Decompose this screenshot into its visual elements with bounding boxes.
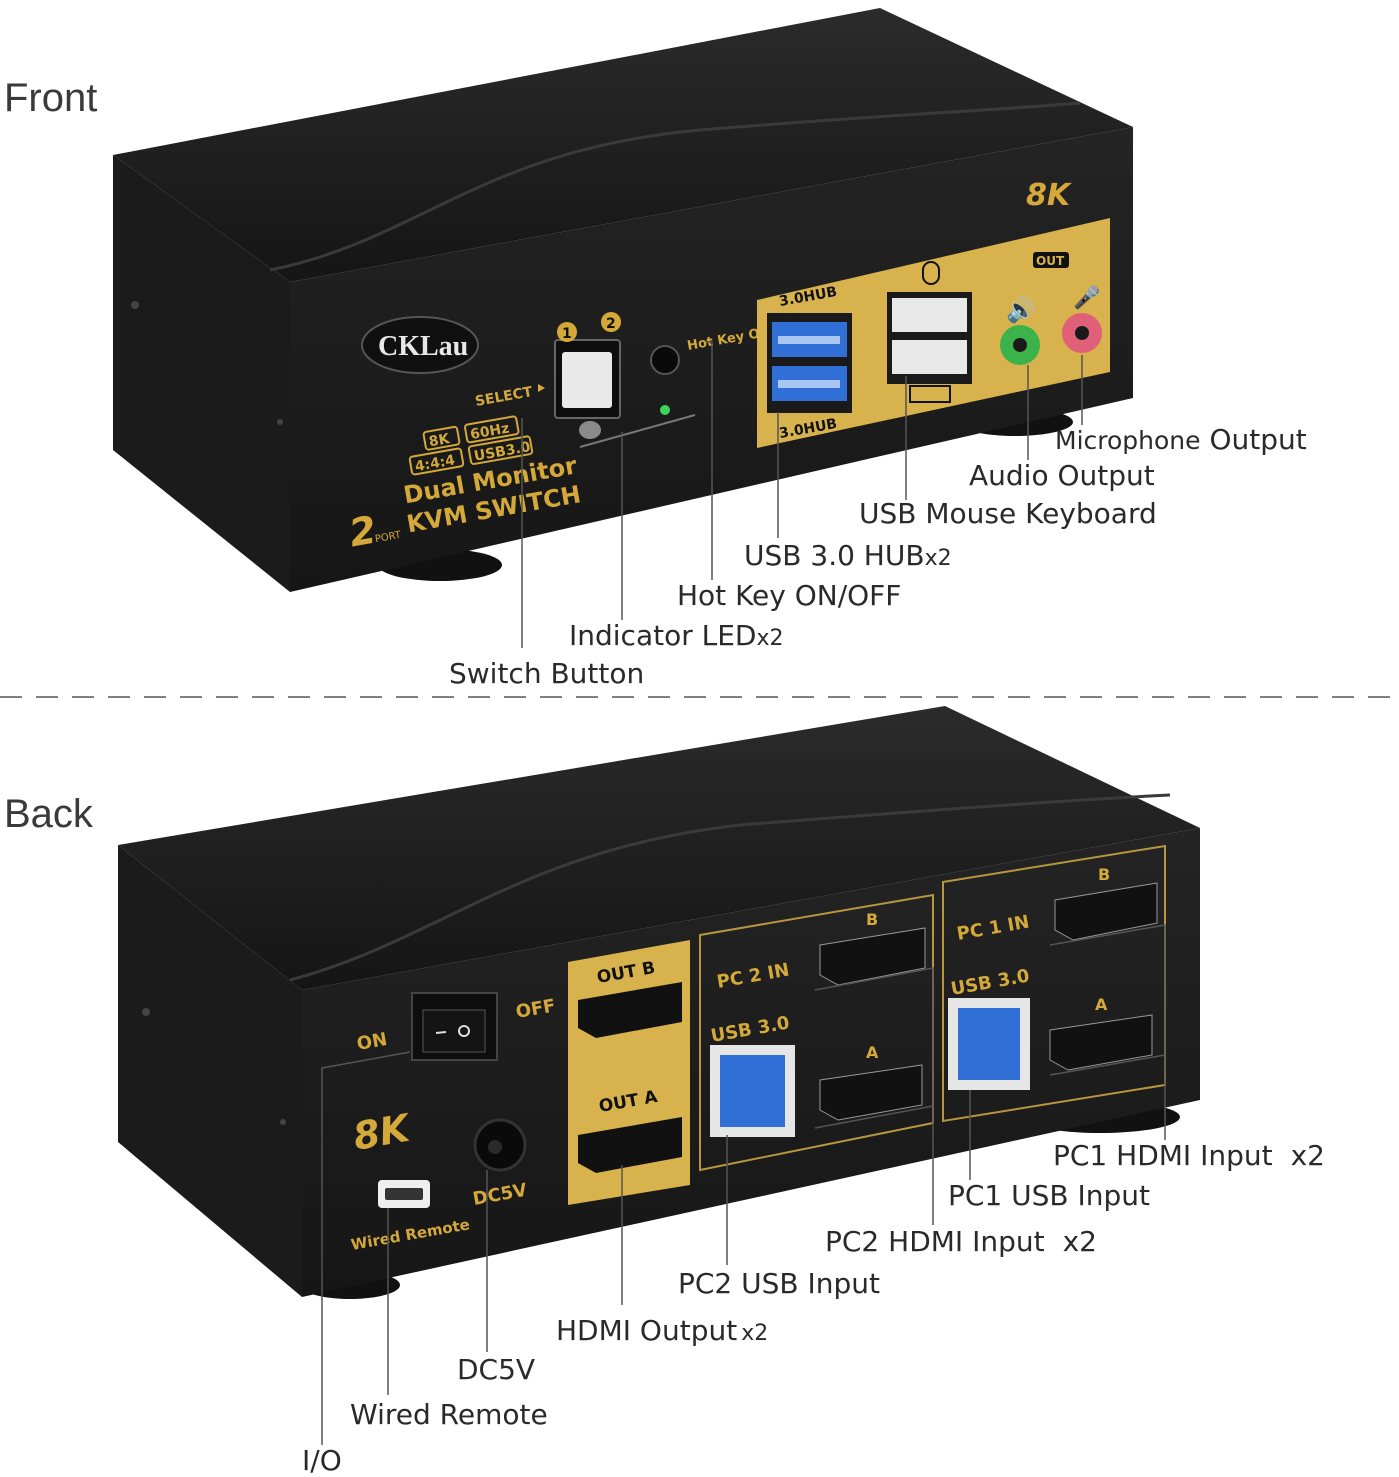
logo-text: CKLau [378, 331, 468, 362]
spec-60hz: 60Hz [469, 420, 511, 443]
callout-usb-mouse-keyboard: USB Mouse Keyboard [859, 497, 1157, 530]
callout-wired-remote: Wired Remote [350, 1398, 548, 1431]
pc1-hdmi-a-port[interactable] [1049, 1014, 1153, 1071]
callout-dc5v: DC5V [457, 1353, 536, 1386]
pc2-hdmi-a-port[interactable] [819, 1064, 923, 1121]
callout-usb-hub-text: USB 3.0 HUB [744, 539, 925, 572]
back-side-panel [118, 845, 302, 1297]
front-top-panel [113, 8, 1133, 282]
back-device: ON OFF 8K DC5V Wired Remote OUT B OUT A … [118, 706, 1200, 1445]
keyboard-icon [909, 385, 951, 403]
callout-pc2-usb: PC2 USB Input [678, 1267, 881, 1300]
speaker-icon: 🔊 [1006, 295, 1036, 324]
callout-audio-output: Audio Output [969, 459, 1155, 492]
front-side-panel [113, 155, 290, 592]
spec-port-word: PORT [374, 530, 403, 546]
callout-pc2-hdmi-count: x2 [1062, 1225, 1097, 1258]
power-switch[interactable] [422, 1009, 486, 1053]
spec-444: 4:4:4 [414, 452, 457, 475]
callout-pc1-hdmi-count: x2 [1290, 1139, 1325, 1172]
callout-microphone-word: Microphone [1055, 426, 1201, 455]
pc2-usb-input-port[interactable] [720, 1055, 785, 1127]
callout-hdmi-output-count: x2 [741, 1321, 769, 1346]
callout-pc1-hdmi-text: PC1 HDMI Input [1053, 1139, 1273, 1172]
callout-pc2-hdmi-text: PC2 HDMI Input [825, 1225, 1045, 1258]
pc1-b-label: B [1098, 865, 1110, 884]
callout-hdmi-output-text: HDMI Output [556, 1314, 738, 1347]
back-callout-lines [321, 924, 1166, 1445]
callout-microphone-output: Output [1209, 423, 1307, 456]
callout-pc1-hdmi: PC1 HDMI Input x2 [1053, 1142, 1325, 1170]
audio-out-label: OUT [1036, 254, 1065, 268]
pc1-a-label: A [1095, 995, 1108, 1014]
pc1-usb-input-port[interactable] [958, 1008, 1020, 1080]
callout-pc2-hdmi: PC2 HDMI Input x2 [825, 1228, 1097, 1256]
pc2-a-label: A [866, 1043, 879, 1062]
cklau-logo [361, 316, 479, 374]
switch-button[interactable] [562, 352, 612, 408]
usb-keyboard-port[interactable] [892, 340, 967, 374]
indicator-led-1 [579, 421, 601, 439]
callout-pc1-usb: PC1 USB Input [948, 1179, 1151, 1212]
callout-indicator-led-text: Indicator LED [569, 619, 757, 652]
pc2-b-label: B [866, 910, 878, 929]
callout-indicator-led-count: x2 [756, 626, 784, 651]
back-title: Back [4, 792, 93, 836]
callout-usb-hub: USB 3.0 HUBx2 [744, 542, 952, 570]
indicator-led-2 [660, 405, 670, 415]
callout-switch-button: Switch Button [449, 657, 645, 690]
microphone-icon: 🎤 [1073, 284, 1100, 311]
callout-indicator-led: Indicator LEDx2 [569, 622, 784, 650]
pc2-hdmi-b-port[interactable] [819, 927, 926, 986]
callout-microphone: Microphone Output [1055, 426, 1307, 454]
hdmi-out-a-port[interactable] [578, 1117, 682, 1173]
callout-io: I/O [302, 1444, 342, 1477]
hdmi-out-b-port[interactable] [578, 982, 682, 1038]
front-8k-badge: 8K [1026, 178, 1073, 213]
callout-hot-key: Hot Key ON/OFF [677, 579, 902, 612]
select-1-label: 1 [562, 326, 572, 342]
switch-on-label: ON [355, 1029, 389, 1055]
callout-usb-hub-count: x2 [924, 546, 952, 571]
front-device: CKLau 1 2 SELECT Hot Key ON/OFF 8K 60Hz … [113, 8, 1133, 648]
select-2-label: 2 [606, 316, 616, 332]
pc1-hdmi-b-port[interactable] [1054, 882, 1158, 941]
spec-8k: 8K [428, 431, 452, 451]
specs-block: 8K 60Hz 4:4:4 USB3.0 Dual Monitor KVM SW… [346, 415, 583, 555]
mouse-icon [922, 261, 940, 285]
back-8k-badge: 8K [350, 1105, 415, 1158]
hot-key-button[interactable] [650, 345, 680, 375]
usb-mouse-port[interactable] [892, 298, 967, 332]
front-title: Front [4, 76, 98, 120]
back-top-panel [118, 706, 1200, 990]
front-callout-lines [521, 341, 1083, 648]
